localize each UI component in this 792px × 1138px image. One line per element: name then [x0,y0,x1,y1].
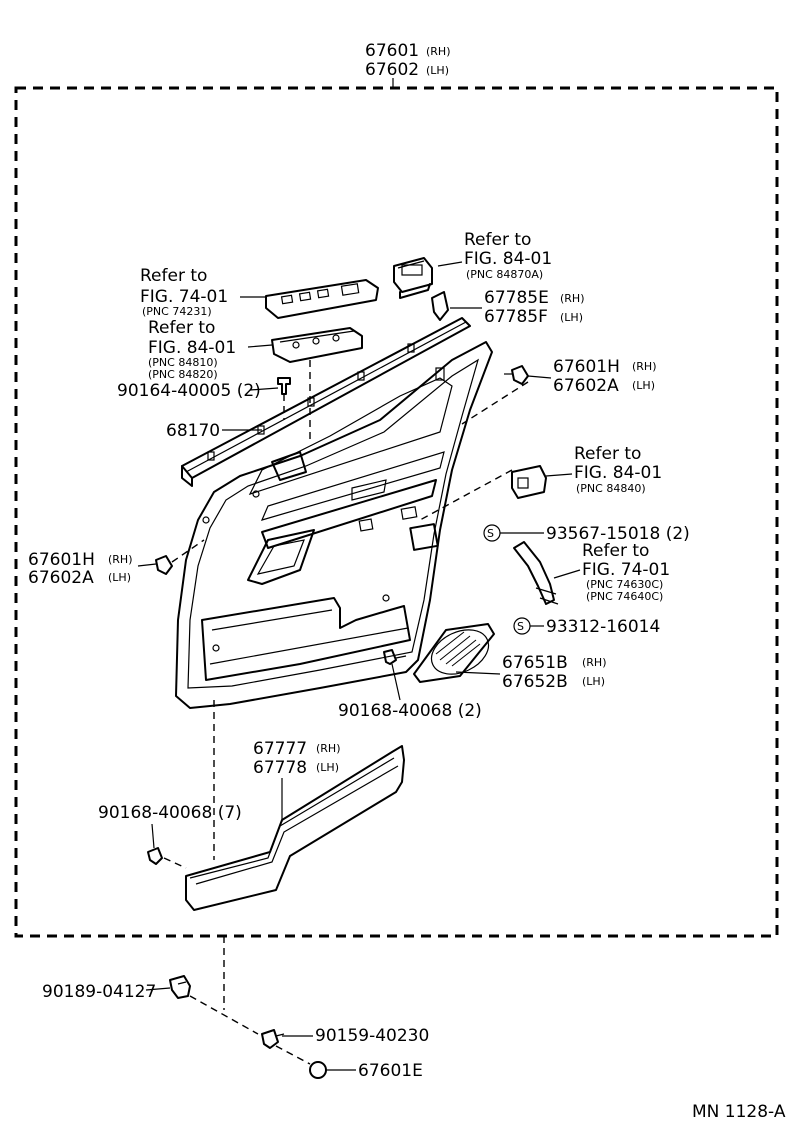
part-67602a-l: 67602A [28,568,94,588]
ref-74630c-line1: Refer to [582,541,649,561]
part-67652b: 67652B [502,672,568,692]
part-67785e: 67785E [484,288,549,308]
part-90168b: 90168-40068 (7) [98,803,242,823]
screw-90159-dash [275,1045,311,1065]
part-67777: 67777 [253,739,307,759]
clip-90189-dash [189,995,259,1035]
screw-90164 [277,377,291,395]
side-67778: (LH) [316,761,339,774]
part-90159: 90159-40230 [315,1026,429,1046]
ref-84810-leader [247,344,273,348]
side-67785f: (LH) [560,311,583,324]
part-67601h-r: 67601H [553,357,620,377]
clip-90189 [169,975,191,999]
side-67777: (RH) [316,742,341,755]
assembly-side-lh: (LH) [426,64,449,77]
switch-84810 [271,327,363,363]
screw-90159 [261,1029,285,1049]
leader-67651b [455,671,501,675]
leader-90189 [145,987,171,991]
ref-74231-pnc: (PNC 74231) [142,305,212,318]
screw-90168-7 [147,847,163,865]
s-mark-1-text: S [487,527,494,540]
diagram-code: MN 1128-A [692,1102,786,1122]
ref-84810-pnc1: (PNC 84810) [148,356,218,369]
bracket-67785 [431,291,449,321]
part-93567: 93567-15018 (2) [546,524,690,544]
screw-90168-2 [383,649,407,665]
side-67602a-l: (LH) [108,571,131,584]
weatherstrip-68170 [181,317,471,487]
leader-67601h-r [527,375,552,379]
switch-84840 [511,465,547,499]
ref-84870a-pnc: (PNC 84870A) [466,268,543,281]
switch-bezel-74231 [265,279,379,319]
part-67778: 67778 [253,758,307,778]
ref-84840-line2: FIG. 84-01 [574,463,662,483]
ref-84810-pnc2: (PNC 84820) [148,368,218,381]
part-67602a-r: 67602A [553,376,619,396]
clip-67601h-left [155,555,173,575]
switch-84870a [393,257,433,299]
part-67601e: 67601E [358,1061,423,1081]
part-93312: 93312-16014 [546,617,660,637]
cap-67601e [309,1061,327,1079]
side-67652b: (LH) [582,675,605,688]
side-67601h-l: (RH) [108,553,133,566]
ref-74630c-leader [553,569,581,579]
leader-90164 [249,387,279,391]
side-67602a-r: (LH) [632,379,655,392]
assembly-side-rh: (RH) [426,45,451,58]
ref-84810-line2: FIG. 84-01 [148,338,236,358]
leader-90168b [151,823,155,849]
ref-74630c-pnc1: (PNC 74630C) [586,578,663,591]
switch-84840-dash [419,469,513,521]
ref-84810-line1: Refer to [148,318,215,338]
assembly-part-lh: 67602 [365,60,419,80]
part-67601h-l: 67601H [28,550,95,570]
ref-84840-leader [545,473,573,477]
s-mark-2-text: S [517,620,524,633]
ref-84840-pnc: (PNC 84840) [576,482,646,495]
ref-84870a-line2: FIG. 84-01 [464,249,552,269]
ref-84870a-leader [437,261,463,267]
part-68170: 68170 [166,421,220,441]
clip-67601h-right [504,365,529,385]
assembly-part-rh: 67601 [365,41,419,61]
clip-left-dash [171,539,205,563]
part-90168a: 90168-40068 (2) [338,701,482,721]
ref-74630c-line2: FIG. 74-01 [582,560,670,580]
speaker-grille [413,623,495,683]
part-67785f: 67785F [484,307,548,327]
assembly-frame [14,86,779,938]
leader-67601h-l [137,563,157,567]
ref-84840-line1: Refer to [574,444,641,464]
ref-84870a-line1: Refer to [464,230,531,250]
ref-74231-line1: Refer to [140,266,207,286]
ref-74231-line2: FIG. 74-01 [140,287,228,307]
leader-90168a [391,663,401,701]
part-90164: 90164-40005 (2) [117,381,261,401]
ref-74630c-pnc2: (PNC 74640C) [586,590,663,603]
side-67651b: (RH) [582,656,607,669]
part-67651b: 67651B [502,653,568,673]
screw-90168-7-dash [163,857,187,869]
door-trim-panel [175,341,493,709]
side-67601h-r: (RH) [632,360,657,373]
part-90189: 90189-04127 [42,982,156,1002]
clip-right-dash [461,381,529,425]
side-67785e: (RH) [560,292,585,305]
pull-handle [513,541,559,605]
